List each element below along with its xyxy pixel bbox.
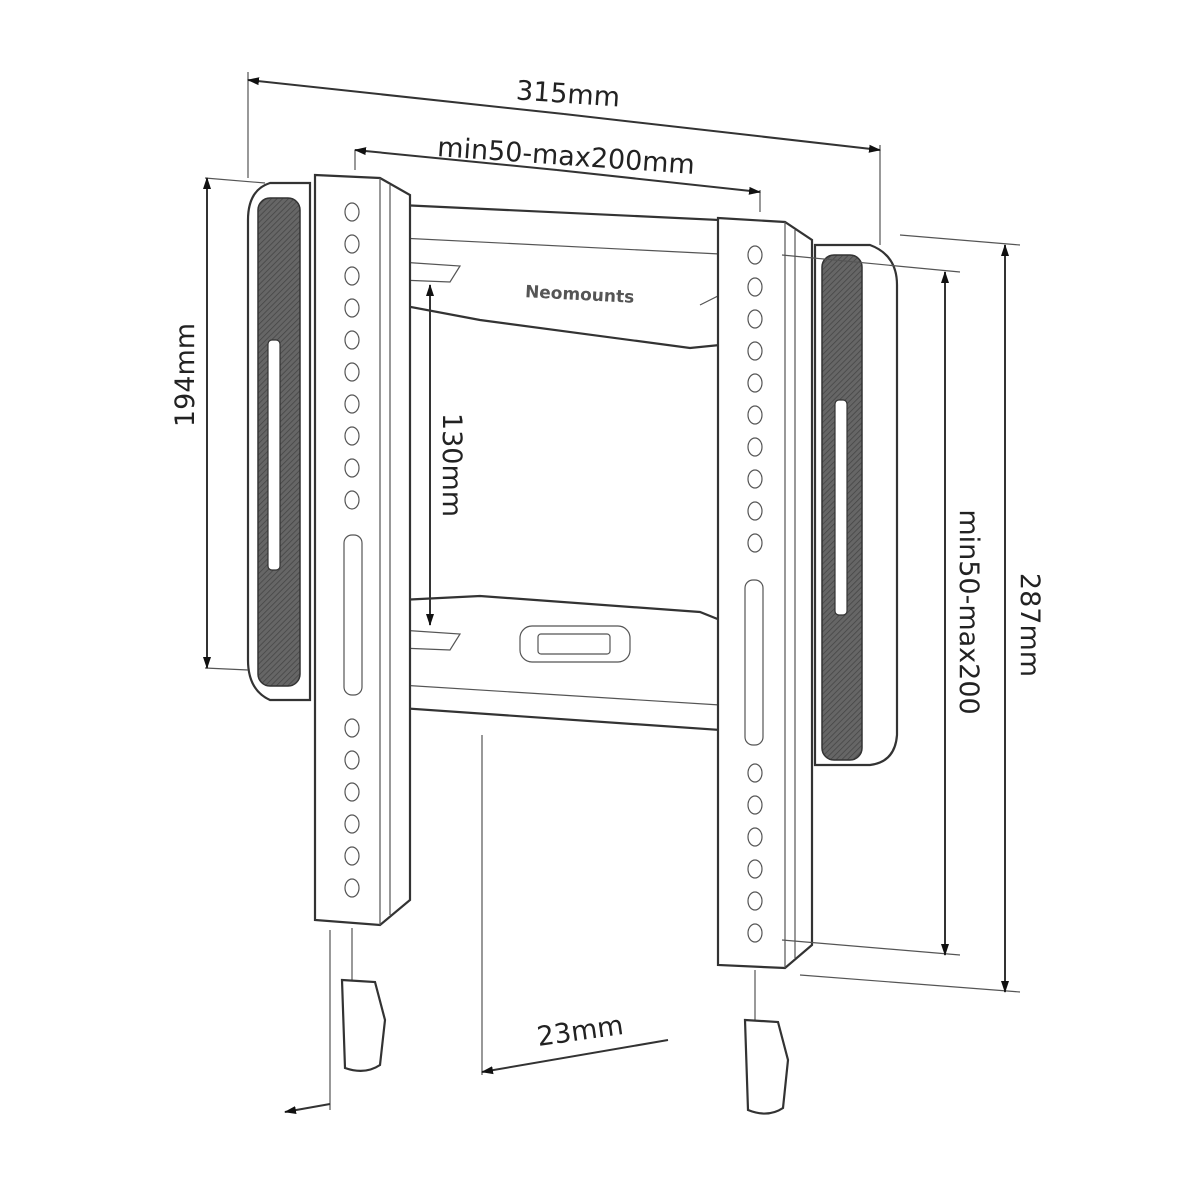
mounting-hole [344, 782, 360, 802]
mounting-hole [747, 373, 763, 393]
mounting-hole [344, 426, 360, 446]
mounting-hole [344, 266, 360, 286]
label-total-height: 287mm [1014, 573, 1045, 677]
mounting-hole [344, 458, 360, 478]
top-crossbar: Neomounts [398, 203, 722, 350]
left-safety-lock [340, 928, 387, 1072]
mounting-hole [344, 846, 360, 866]
label-rail-spacing: 130mm [436, 413, 467, 517]
mounting-hole [344, 330, 360, 350]
label-vesa-horizontal: min50-max200mm [436, 132, 696, 181]
dimension-arrows [203, 77, 1009, 1115]
label-pad-height: 194mm [170, 323, 201, 427]
mounting-hole [344, 814, 360, 834]
mounting-hole [747, 405, 763, 425]
mounting-hole [344, 298, 360, 318]
left-spacer-pad [246, 181, 312, 702]
mounting-hole [747, 795, 763, 815]
mounting-hole [747, 341, 763, 361]
bottom-crossbar [398, 594, 722, 732]
mounting-hole [747, 309, 763, 329]
mounting-hole [747, 859, 763, 879]
mounting-hole [747, 827, 763, 847]
mounting-hole [344, 394, 360, 414]
mounting-hole [747, 923, 763, 943]
mounting-hole [747, 469, 763, 489]
mounting-hole [747, 277, 763, 297]
right-spacer-pad [813, 243, 899, 767]
extension-lines [204, 72, 1021, 1110]
mounting-hole [344, 750, 360, 770]
mounting-hole [747, 533, 763, 553]
mounting-hole [344, 718, 360, 738]
right-vertical-rail [716, 216, 814, 970]
mounting-hole [747, 437, 763, 457]
left-vertical-rail [313, 173, 412, 927]
mounting-hole [747, 501, 763, 521]
mounting-hole [344, 878, 360, 898]
mounting-hole [344, 202, 360, 222]
mounting-hole [747, 763, 763, 783]
mounting-hole [747, 891, 763, 911]
mounting-hole [344, 490, 360, 510]
mounting-hole [344, 362, 360, 382]
mounting-hole [747, 245, 763, 265]
label-depth: 23mm [535, 1010, 625, 1053]
mounting-hole [344, 234, 360, 254]
label-vesa-vertical: min50-max200 [953, 509, 984, 714]
level-slot [519, 625, 631, 663]
right-safety-lock [743, 970, 790, 1115]
label-total-width: 315mm [515, 75, 621, 113]
